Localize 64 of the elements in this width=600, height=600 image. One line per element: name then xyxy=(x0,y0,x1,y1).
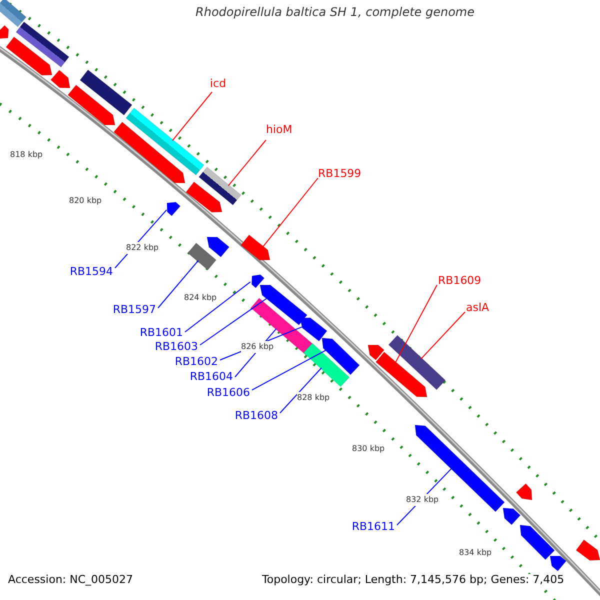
gene-segment xyxy=(6,36,52,76)
gene-segment xyxy=(388,335,446,390)
gene-segment xyxy=(198,166,242,206)
gene-segment xyxy=(240,234,270,260)
gene-segment xyxy=(322,338,360,375)
gene-segment xyxy=(188,242,216,270)
leader-line xyxy=(200,298,268,346)
leader-line xyxy=(394,284,438,364)
gene-label: RB1603 xyxy=(154,341,198,353)
gene-segment xyxy=(186,182,222,212)
gene-segment xyxy=(516,483,532,500)
footer-text: Accession: NC_005027 xyxy=(8,574,134,586)
gene-label: icd xyxy=(210,78,226,90)
scale-label: 818 kbp xyxy=(10,149,43,161)
gene-segment xyxy=(0,25,9,39)
leader-line xyxy=(252,349,327,390)
gene-label: RB1602 xyxy=(174,356,218,368)
gene-segment xyxy=(50,70,70,88)
gene-segment xyxy=(260,284,308,326)
scale-label: 820 kbp xyxy=(69,195,102,207)
gene-segment xyxy=(550,556,566,572)
leader-line xyxy=(262,178,318,248)
gene-segment xyxy=(300,318,328,342)
gene-segment xyxy=(376,352,428,398)
gene-label: RB1604 xyxy=(190,371,233,383)
gene-segment xyxy=(206,236,230,258)
gene-label: RB1594 xyxy=(70,266,113,278)
gene-label: RB1611 xyxy=(352,521,395,533)
title-text: Rhodopirellula baltica SH 1, complete genome xyxy=(194,6,476,18)
gene-segment xyxy=(126,108,204,176)
gene-segment xyxy=(520,524,555,560)
gene-label: RB1601 xyxy=(140,327,183,339)
scale-label: 826 kbp xyxy=(241,341,274,353)
leader-line xyxy=(158,260,199,308)
gene-label: RB1609 xyxy=(438,275,482,287)
leader-line xyxy=(184,281,251,332)
leader-line xyxy=(280,367,322,414)
gene-segment xyxy=(303,342,350,388)
scale-label: 832 kbp xyxy=(406,494,439,506)
gene-label: RB1606 xyxy=(206,387,250,399)
gene-label: RB1599 xyxy=(318,168,362,180)
scale-label: 824 kbp xyxy=(184,292,217,304)
gene-segment xyxy=(68,84,116,126)
gene-segment xyxy=(0,0,26,28)
leader-line xyxy=(228,140,266,186)
scale-label: 828 kbp xyxy=(297,392,330,404)
gene-label: hioM xyxy=(266,124,292,136)
footer-text: Topology: circular; Length: 7,145,576 bp; Genes: 7,405 xyxy=(262,574,564,586)
gene-segment xyxy=(80,70,132,116)
gene-segment xyxy=(16,22,70,68)
gene-segment xyxy=(502,508,521,526)
leader-line xyxy=(420,312,466,360)
gene-label: RB1608 xyxy=(234,410,278,422)
scale-label: 830 kbp xyxy=(352,443,385,455)
scale-label: 822 kbp xyxy=(126,242,159,254)
leader-line xyxy=(172,92,212,141)
gene-segment xyxy=(576,540,600,561)
gene-label: aslA xyxy=(466,302,490,314)
gene-label: RB1597 xyxy=(112,304,156,316)
gene-segment xyxy=(114,122,186,184)
gene-segment xyxy=(166,202,181,216)
gene-segment xyxy=(368,344,384,360)
gene-segment xyxy=(251,274,265,288)
scale-label: 834 kbp xyxy=(459,547,492,559)
